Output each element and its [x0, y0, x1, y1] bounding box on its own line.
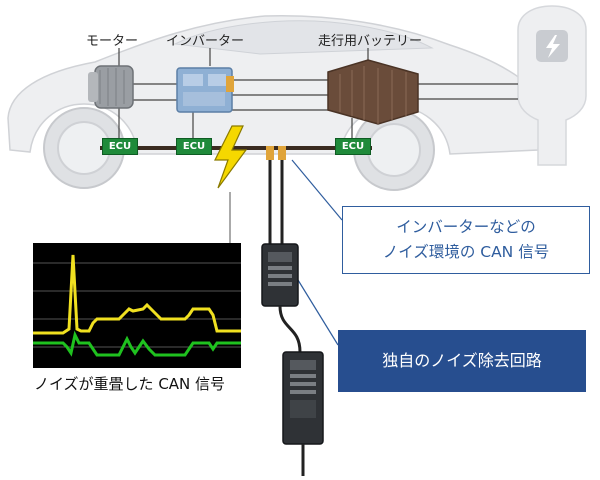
inverter-label: インバーター	[166, 34, 245, 49]
oscilloscope-panel	[33, 243, 241, 368]
probe-cables	[266, 146, 286, 245]
pointer-line-noise-removal	[297, 279, 339, 346]
signal-yellow-trace	[33, 254, 241, 335]
ecu-badge-battery: ECU	[335, 138, 371, 155]
motor-label: モーター	[86, 34, 139, 49]
battery-label: 走行用バッテリー	[318, 34, 423, 49]
noise-removal-callout: 独自のノイズ除去回路	[338, 330, 586, 392]
sensor-device	[261, 243, 299, 307]
motor-unit	[88, 65, 134, 109]
ecu-badge-motor: ECU	[102, 138, 138, 155]
lightning-bolt-icon	[214, 125, 248, 189]
device-link-cable	[278, 305, 302, 353]
battery-pack	[327, 59, 419, 125]
car-silhouette	[7, 15, 541, 191]
waveform	[33, 254, 241, 357]
noise-env-line-1: インバーターなどの	[396, 218, 536, 236]
ecu-badge-inverter: ECU	[176, 138, 212, 155]
charger-station	[517, 5, 587, 166]
pointer-line-noise-env	[291, 159, 343, 221]
noise-env-line-2: ノイズ環境の CAN 信号	[382, 243, 550, 261]
inverter-unit	[176, 67, 234, 113]
interface-unit	[282, 351, 324, 445]
wiring	[118, 48, 518, 140]
scope-caption: ノイズが重畳した CAN 信号	[34, 375, 226, 393]
signal-green-trace	[33, 330, 241, 357]
noise-environment-callout: インバーターなどの ノイズ環境の CAN 信号	[342, 206, 590, 274]
